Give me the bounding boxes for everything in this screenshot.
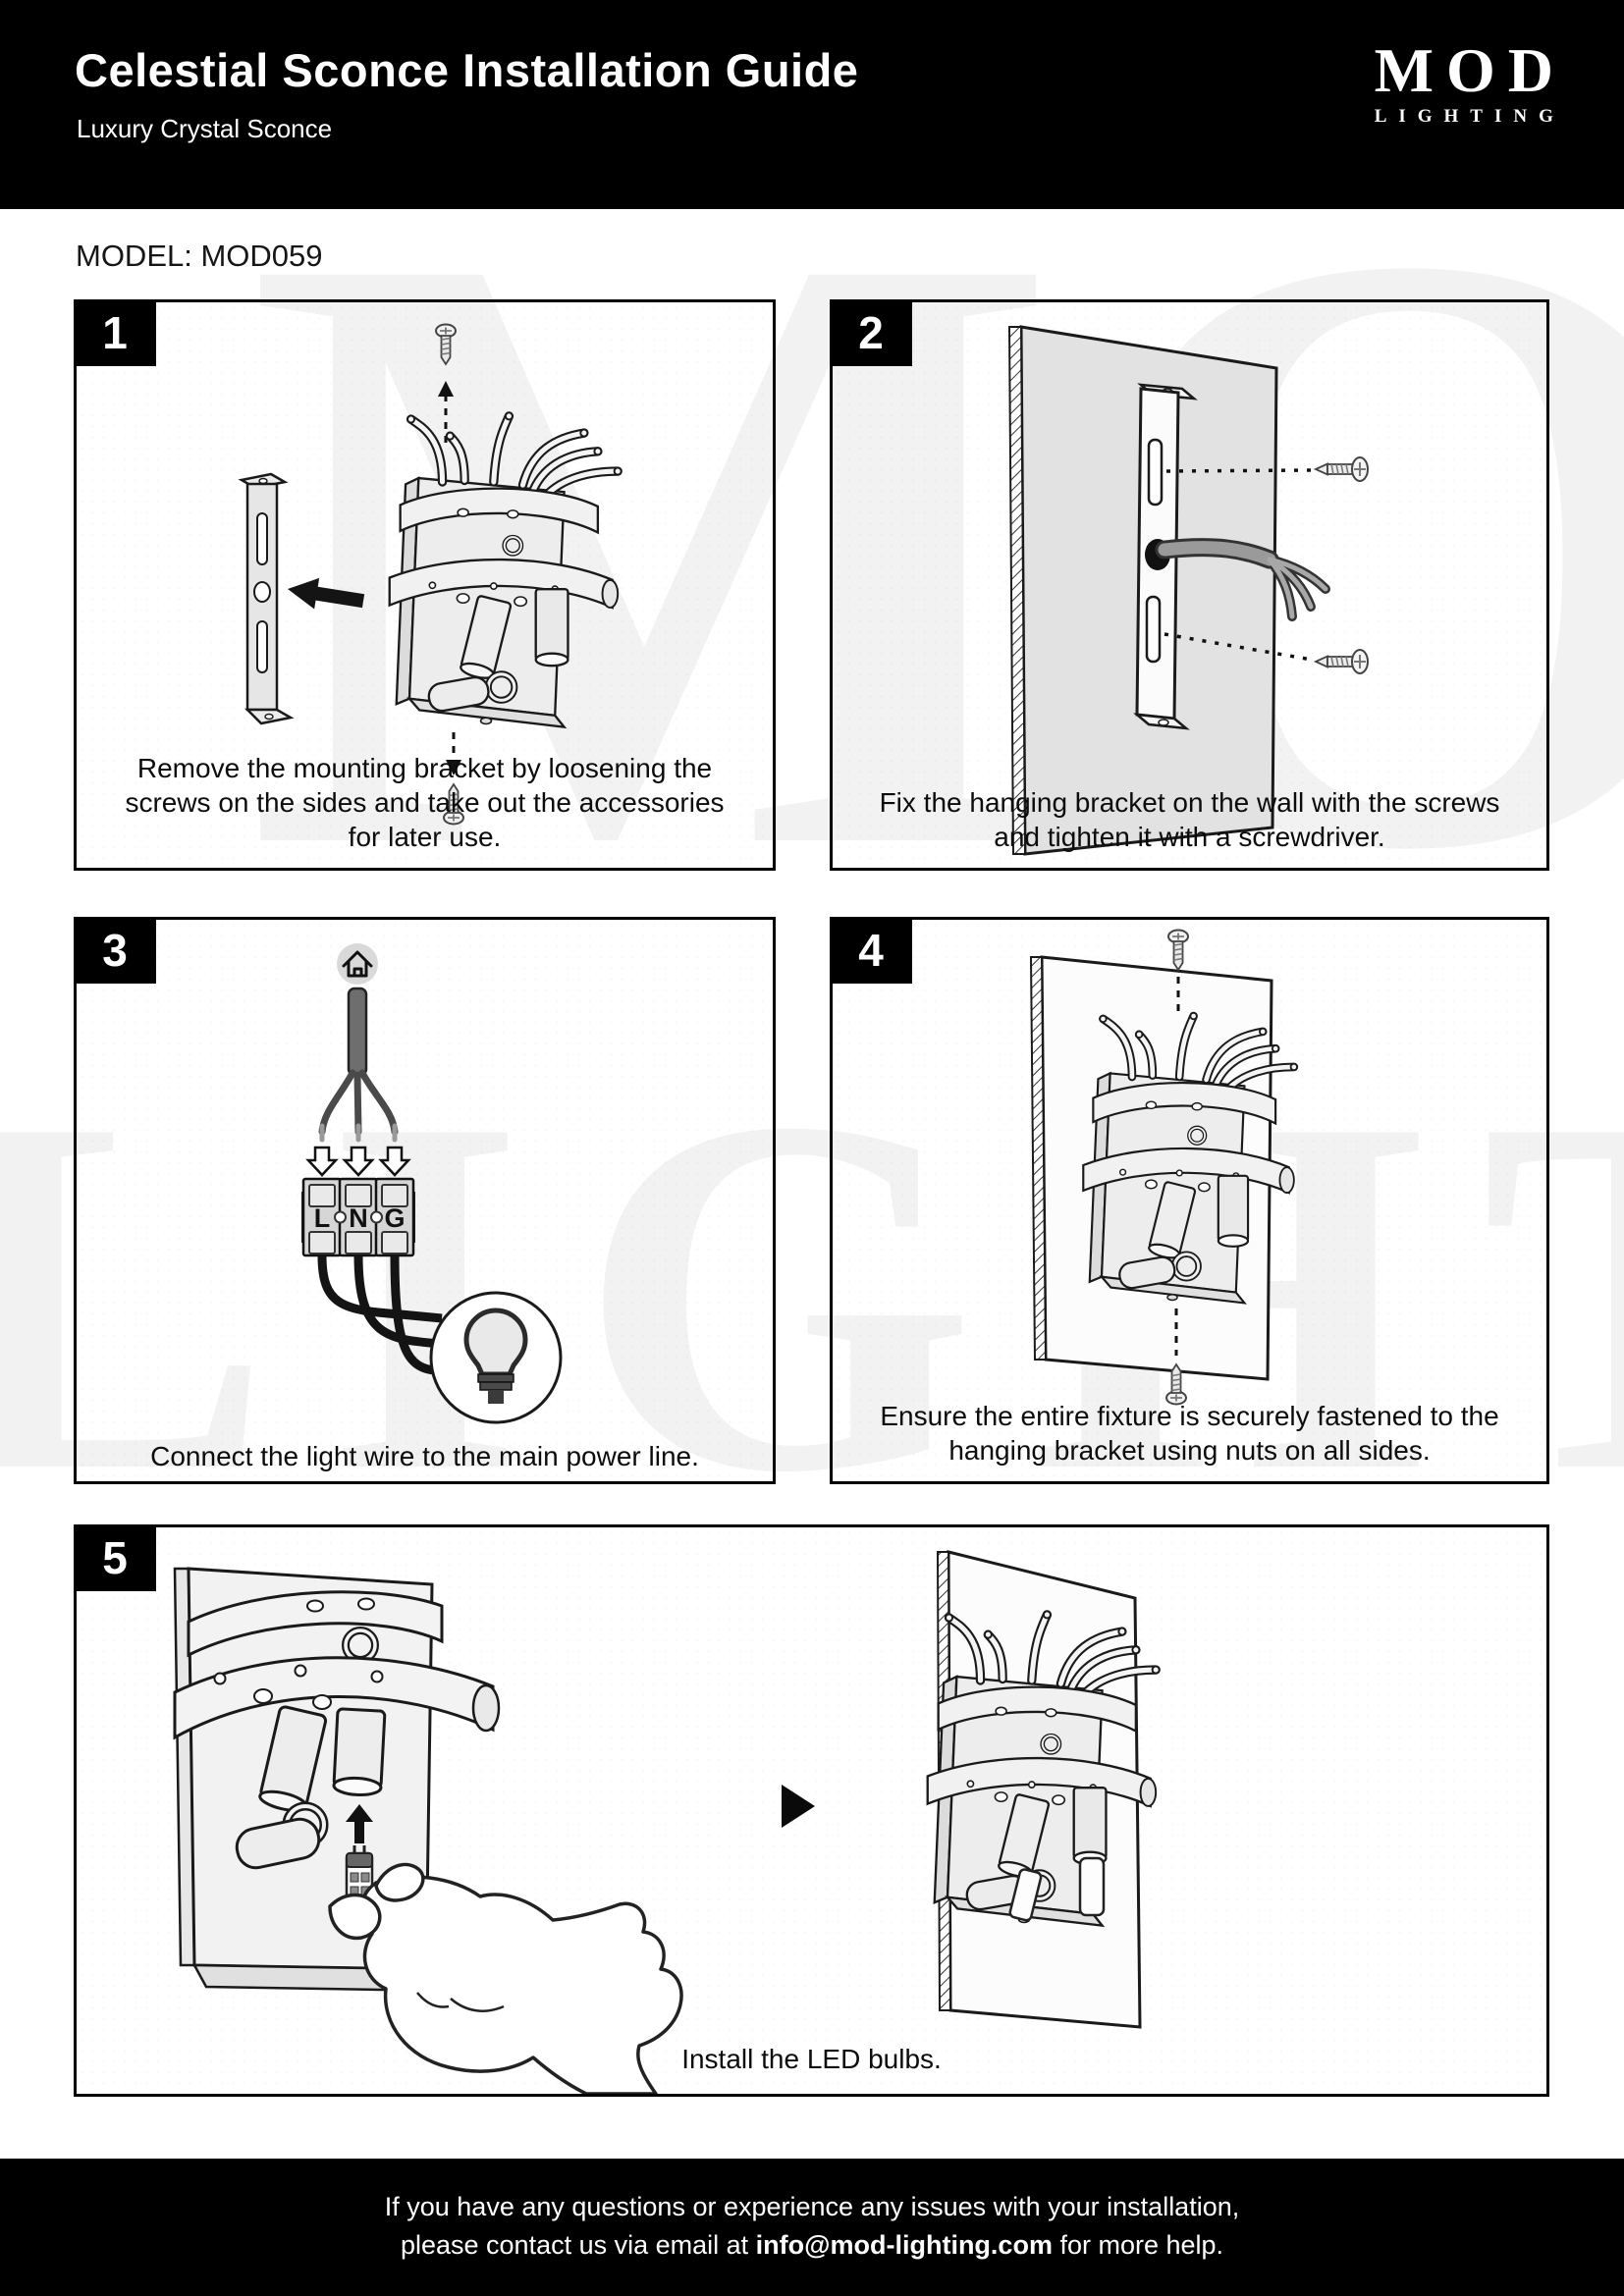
page-title: Celestial Sconce Installation Guide (75, 44, 859, 96)
screw-icon (1315, 649, 1369, 674)
brand-logo: MOD LIGHTING (1375, 37, 1553, 128)
arrow-up-icon (346, 1804, 373, 1822)
terminal-block: L N G (301, 1177, 415, 1257)
step-3-badge: 3 (74, 917, 156, 984)
step-3-caption: Connect the light wire to the main power… (150, 1441, 699, 1471)
sconce-fixture (390, 412, 622, 726)
step-3-illustration: L N G (301, 943, 563, 1424)
bulb-icon (463, 1308, 528, 1404)
output-wires (317, 1255, 445, 1376)
arrow-down-icon (343, 1146, 374, 1177)
terminal-label-l: L (314, 1203, 331, 1233)
footer-email: info@mod-lighting.com (755, 2230, 1053, 2261)
step-5-badge: 5 (74, 1524, 156, 1591)
arrow-down-icon (446, 760, 461, 775)
step-1-illustration (238, 323, 773, 826)
screw-icon (1167, 929, 1189, 971)
footer-line1: If you have any questions or experience … (384, 2192, 1240, 2221)
footer: If you have any questions or experience … (0, 2159, 1624, 2296)
step-1-caption: Remove the mounting bracket by loosening… (125, 753, 725, 852)
installed-bulb (1078, 1856, 1106, 1917)
arrow-up-icon (438, 381, 454, 397)
step-4-caption: Ensure the entire fixture is securely fa… (880, 1401, 1499, 1466)
watermark-lighting: LIGHTING (0, 1013, 1624, 1577)
cable-wires (318, 1069, 399, 1136)
footer-line2-suffix: for more help. (1052, 2230, 1224, 2261)
screw-icon (435, 323, 457, 365)
header: Celestial Sconce Installation Guide Luxu… (0, 0, 1624, 209)
step-5-panel: 5 (74, 1524, 1549, 2097)
installed-bulb (1008, 1868, 1043, 1922)
mounting-bracket (238, 472, 295, 725)
step-2-caption: Fix the hanging bracket on the wall with… (879, 787, 1500, 852)
step-4-badge: 4 (830, 917, 912, 984)
footer-line2-prefix: please contact us via email at (400, 2230, 756, 2261)
step-2-panel: 2 (830, 299, 1549, 871)
finished-sconce (928, 1550, 1160, 2029)
main-cable (347, 987, 368, 1077)
arrow-down-icon (379, 1146, 410, 1177)
step-1-badge: 1 (74, 299, 156, 366)
sconce-closeup (173, 1567, 683, 2094)
wire-tips (319, 1123, 398, 1143)
arrow-down-icon (306, 1146, 338, 1177)
model-number: MODEL: MOD059 (76, 239, 323, 273)
step-5-illustration (173, 1550, 1546, 2094)
step-2-illustration (1007, 325, 1369, 856)
screw-icon (1315, 456, 1369, 482)
step-3-panel: 3 (74, 917, 776, 1484)
terminal-label-n: N (349, 1203, 368, 1233)
step-4-panel: 4 Ensure the entire fixture is securely … (830, 917, 1549, 1484)
brand-logo-secondary: LIGHTING (1374, 106, 1565, 128)
footer-text: If you have any questions or experience … (0, 2159, 1624, 2265)
step-5-caption: Install the LED bulbs. (681, 2044, 942, 2074)
power-cable (1155, 538, 1330, 621)
brand-logo-primary: MOD (1374, 35, 1566, 105)
arrow-left-icon (288, 577, 365, 610)
step-4-illustration (1029, 929, 1546, 1406)
arrow-right-icon (782, 1785, 815, 1828)
page-subtitle: Luxury Crystal Sconce (77, 114, 333, 143)
step-1-panel: 1 Remove the mounting bracket by looseni… (74, 299, 776, 871)
hand-icon (328, 1862, 683, 2094)
step-2-badge: 2 (830, 299, 912, 366)
terminal-label-g: G (384, 1203, 405, 1233)
home-icon (337, 943, 378, 985)
